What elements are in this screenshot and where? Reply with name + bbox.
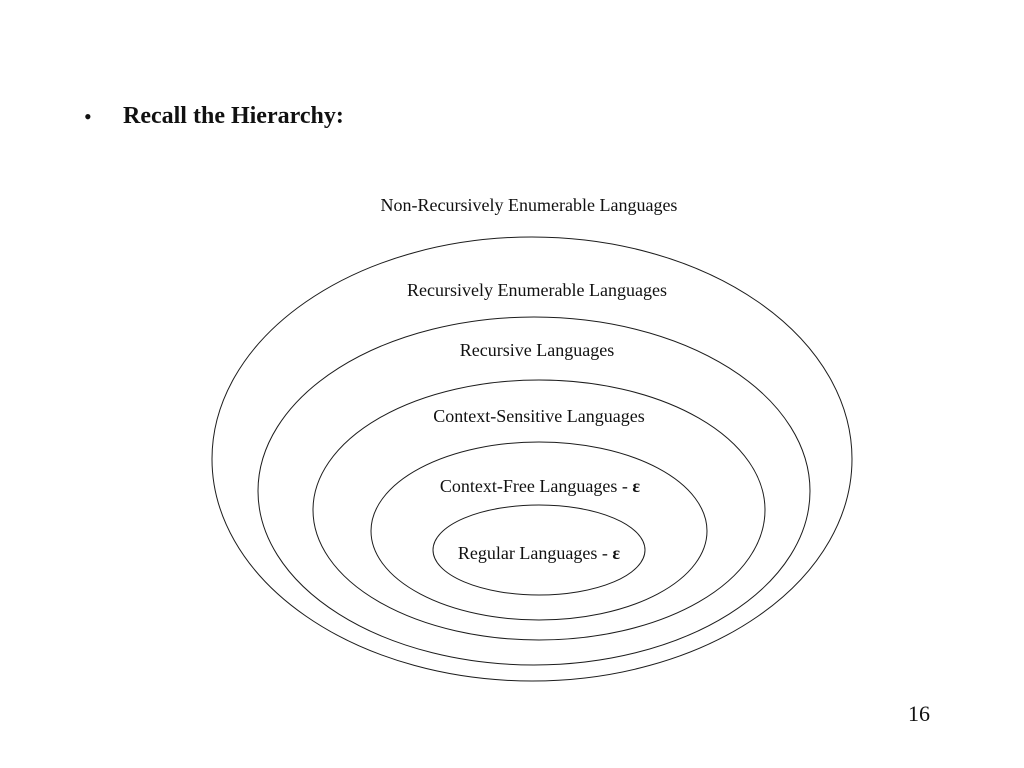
ellipse-recursive <box>257 316 811 666</box>
label-context-sensitive: Context-Sensitive Languages <box>433 406 644 426</box>
epsilon-symbol: ε <box>612 543 620 563</box>
label-non-recursively-enumerable: Non-Recursively Enumerable Languages <box>381 195 678 215</box>
label-regular: Regular Languages - ε <box>458 543 620 563</box>
label-context-free: Context-Free Languages - ε <box>440 476 640 496</box>
label-context-free-text: Context-Free Languages - <box>440 476 632 496</box>
label-recursively-enumerable: Recursively Enumerable Languages <box>407 280 667 300</box>
heading-line: • Recall the Hierarchy: <box>84 103 344 130</box>
label-regular-text: Regular Languages - <box>458 543 612 563</box>
page-number: 16 <box>908 701 930 726</box>
epsilon-symbol: ε <box>632 476 640 496</box>
ellipse-regular <box>432 504 646 596</box>
ellipse-context-free <box>370 441 708 621</box>
ellipse-context-sensitive <box>312 379 766 641</box>
bullet-icon: • <box>84 103 92 129</box>
ellipse-recursively-enumerable <box>211 236 853 682</box>
page-title: Recall the Hierarchy: <box>123 103 344 129</box>
label-recursive: Recursive Languages <box>460 340 614 360</box>
